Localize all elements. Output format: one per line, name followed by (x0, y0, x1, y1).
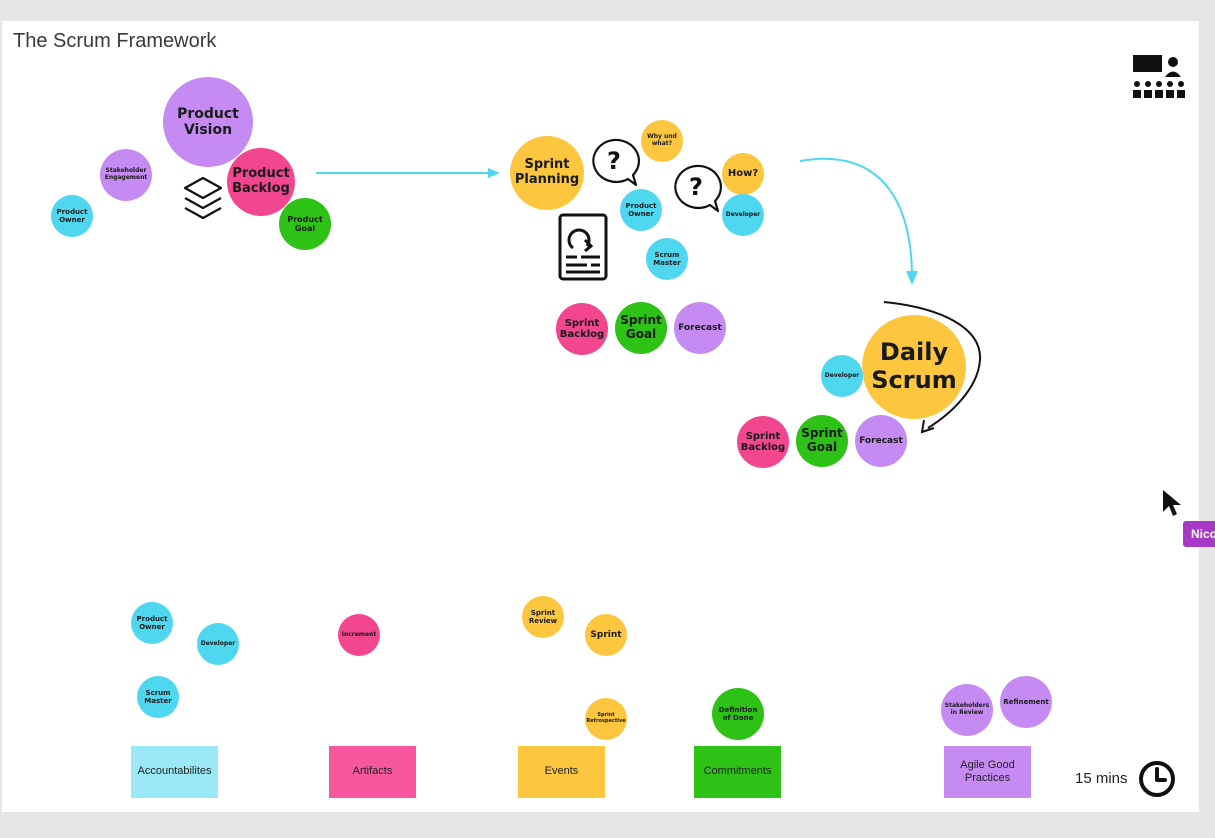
sticky-product-owner-left[interactable]: Product Owner (51, 195, 93, 237)
sticky-forecast-1[interactable]: Forecast (674, 302, 726, 354)
presentation-audience-icon[interactable] (1131, 53, 1185, 101)
sticky-daily-scrum[interactable]: Daily Scrum (862, 315, 966, 419)
legend-item-sprint-retrospective[interactable]: Sprint Retrospective (585, 698, 627, 740)
sticky-product-backlog[interactable]: Product Backlog (227, 148, 295, 216)
question-bubble-icon[interactable]: ? (588, 137, 640, 189)
sticky-sprint-goal-2[interactable]: Sprint Goal (796, 415, 848, 467)
mouse-pointer-icon (1163, 490, 1181, 516)
sticky-scrum-master-planning[interactable]: Scrum Master (646, 238, 688, 280)
legend-item-developer[interactable]: Developer (197, 623, 239, 665)
sticky-why-and-what[interactable]: Why und what? (641, 120, 683, 162)
layers-stack-icon[interactable] (183, 176, 223, 222)
sticky-sprint-backlog-1[interactable]: Sprint Backlog (556, 303, 608, 355)
legend-events[interactable]: Events (518, 746, 605, 798)
legend-item-product-owner[interactable]: Product Owner (131, 602, 173, 644)
legend-item-scrum-master[interactable]: Scrum Master (137, 676, 179, 718)
sticky-how[interactable]: How? (722, 153, 764, 195)
legend-item-refinement[interactable]: Refinement (1000, 676, 1052, 728)
svg-text:?: ? (607, 147, 621, 175)
sticky-product-vision[interactable]: Product Vision (163, 77, 253, 167)
sticky-developer-daily[interactable]: Developer (821, 355, 863, 397)
sticky-sprint-planning[interactable]: Sprint Planning (510, 136, 584, 210)
legend-commitments[interactable]: Commitments (694, 746, 781, 798)
board-title: The Scrum Framework (13, 30, 217, 52)
sticky-product-owner-planning[interactable]: Product Owner (620, 189, 662, 231)
timer-label: 15 mins (1075, 770, 1128, 787)
flow-arrow-to-planning[interactable] (310, 165, 505, 181)
legend-item-increment[interactable]: Increment (338, 614, 380, 656)
legend-item-stakeholders-in-review[interactable]: Stakeholders in Review (941, 684, 993, 736)
clock-icon[interactable] (1137, 759, 1177, 799)
sticky-product-goal[interactable]: Product Goal (279, 198, 331, 250)
sticky-developer-planning[interactable]: Developer (722, 194, 764, 236)
sticky-sprint-backlog-2[interactable]: Sprint Backlog (737, 416, 789, 468)
sticky-stakeholder-engagement[interactable]: Stakeholder Engagement (100, 149, 152, 201)
sticky-forecast-2[interactable]: Forecast (855, 415, 907, 467)
sticky-sprint-goal-1[interactable]: Sprint Goal (615, 302, 667, 354)
legend-accountabilities[interactable]: Accountabilites (131, 746, 218, 798)
flow-arrow-to-daily[interactable] (798, 155, 928, 295)
legend-artifacts[interactable]: Artifacts (329, 746, 416, 798)
legend-item-sprint[interactable]: Sprint (585, 614, 627, 656)
daily-cycle-arrow[interactable] (882, 298, 986, 438)
question-bubble-icon-2[interactable]: ? (670, 163, 722, 215)
legend-item-definition-of-done[interactable]: Definition of Done (712, 688, 764, 740)
legend-agile-good-practices[interactable]: Agile Good Practices (944, 746, 1031, 798)
legend-item-sprint-review[interactable]: Sprint Review (522, 596, 564, 638)
scrum-document-icon[interactable] (557, 212, 609, 282)
svg-text:?: ? (689, 173, 703, 201)
collaborator-cursor-label: Nico (1183, 521, 1215, 547)
